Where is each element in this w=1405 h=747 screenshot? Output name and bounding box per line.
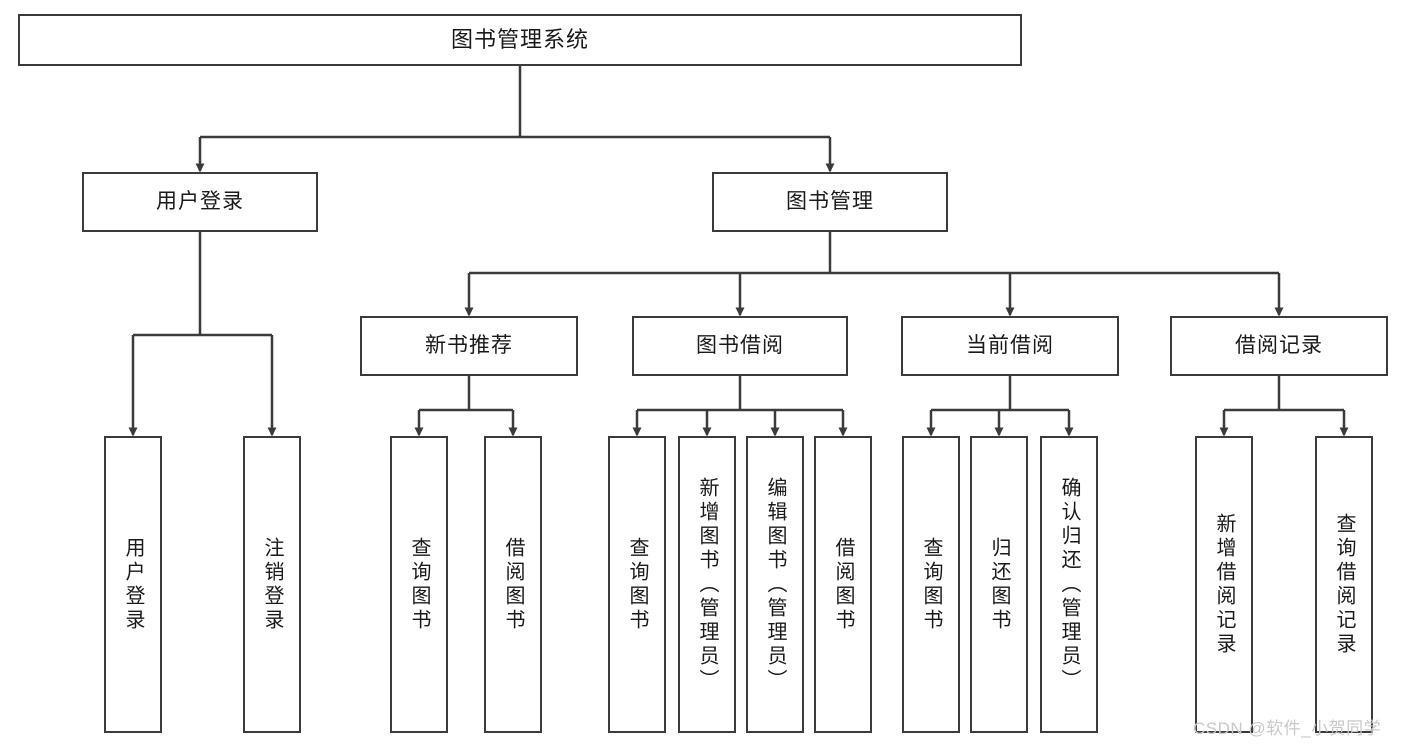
node-leaf-rec-borrow: 借阅图书	[484, 436, 542, 733]
node-label: 查询借阅记录	[1333, 512, 1355, 657]
node-book-manage: 图书管理	[712, 172, 948, 232]
node-leaf-user-login: 用户登录	[104, 436, 162, 733]
node-label: 借阅图书	[832, 536, 854, 633]
node-leaf-br-query: 查询借阅记录	[1315, 436, 1373, 733]
node-label: 查询图书	[626, 536, 648, 633]
node-label: 用户登录	[156, 190, 244, 214]
node-label: 新增图书（管理员）	[696, 476, 718, 693]
node-label: 图书借阅	[696, 334, 784, 358]
node-current-borrow: 当前借阅	[901, 316, 1119, 376]
node-label: 图书管理	[786, 190, 874, 214]
watermark-text: CSDN @软件_小贺同学	[1193, 719, 1382, 738]
node-label: 新增借阅记录	[1213, 512, 1235, 657]
node-label: 查询图书	[920, 536, 942, 633]
node-label: 确认归还（管理员）	[1058, 476, 1080, 693]
node-leaf-cb-query: 查询图书	[902, 436, 960, 733]
node-root: 图书管理系统	[18, 14, 1022, 66]
node-label: 借阅记录	[1235, 334, 1323, 358]
node-leaf-bb-edit: 编辑图书（管理员）	[746, 436, 804, 733]
node-label: 查询图书	[408, 536, 430, 633]
node-label: 借阅图书	[502, 536, 524, 633]
node-user-login: 用户登录	[82, 172, 318, 232]
node-leaf-cb-confirm: 确认归还（管理员）	[1040, 436, 1098, 733]
node-label: 注销登录	[261, 536, 283, 633]
node-label: 用户登录	[122, 536, 144, 633]
node-leaf-bb-query: 查询图书	[608, 436, 666, 733]
node-label: 当前借阅	[966, 334, 1054, 358]
node-label: 归还图书	[988, 536, 1010, 633]
node-borrow-record: 借阅记录	[1170, 316, 1388, 376]
node-leaf-cb-return: 归还图书	[970, 436, 1028, 733]
node-new-book-rec: 新书推荐	[360, 316, 578, 376]
node-label: 编辑图书（管理员）	[764, 476, 786, 693]
node-leaf-rec-query: 查询图书	[390, 436, 448, 733]
node-leaf-user-logout: 注销登录	[243, 436, 301, 733]
node-book-borrow: 图书借阅	[632, 316, 848, 376]
node-label: 新书推荐	[425, 334, 513, 358]
node-leaf-bb-add: 新增图书（管理员）	[678, 436, 736, 733]
node-leaf-bb-borrow: 借阅图书	[814, 436, 872, 733]
node-leaf-br-add: 新增借阅记录	[1195, 436, 1253, 733]
connector-lines	[128, 66, 1349, 437]
node-label: 图书管理系统	[450, 26, 589, 52]
